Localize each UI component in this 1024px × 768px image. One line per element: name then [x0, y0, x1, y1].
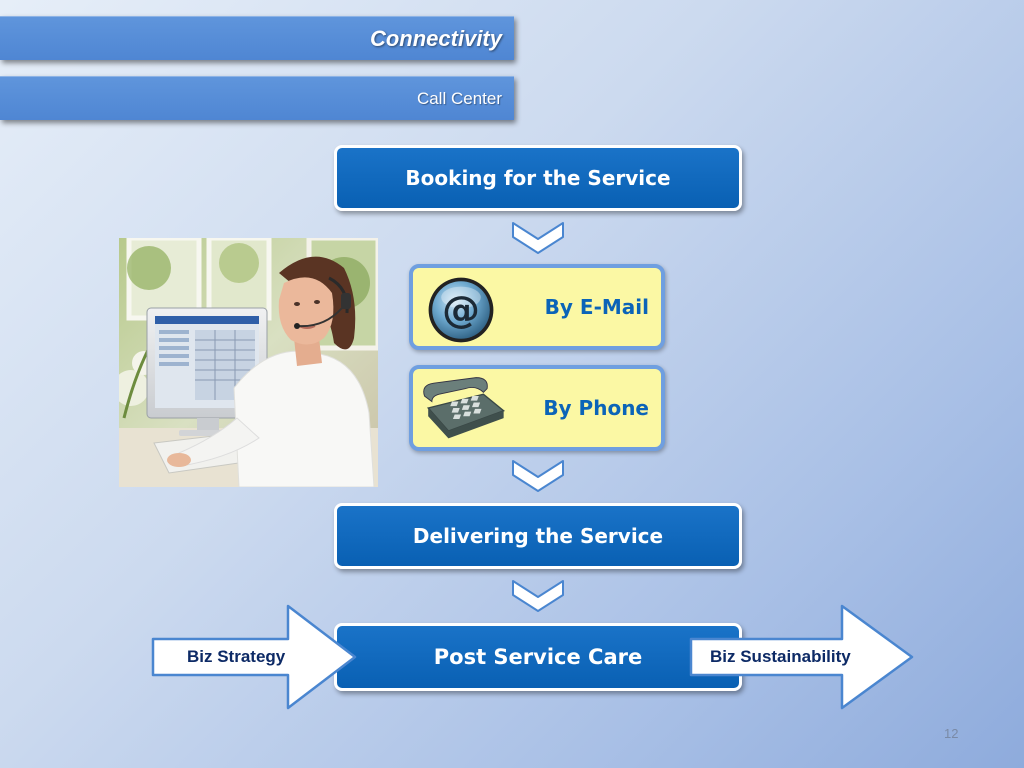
delivering-step-box: Delivering the Service	[334, 503, 742, 569]
call-center-agent-photo	[119, 238, 378, 487]
chevron-down-icon	[512, 580, 564, 612]
right-arrow-icon	[689, 604, 914, 710]
biz-sustainability-label: Biz Sustainability	[710, 647, 851, 666]
chevron-down-icon	[512, 222, 564, 254]
at-sign-icon: @	[428, 277, 494, 343]
biz-sustainability-arrow: Biz Sustainability	[688, 603, 916, 711]
title-bar: Connectivity	[0, 16, 514, 60]
post-service-step-label: Post Service Care	[433, 645, 643, 669]
biz-strategy-label: Biz Strategy	[187, 647, 286, 666]
slide-title: Connectivity	[369, 25, 502, 51]
right-arrow-icon	[151, 604, 357, 710]
telephone-icon	[423, 377, 506, 439]
email-option-box: @ By E-Mail	[409, 264, 665, 350]
svg-text:@: @	[442, 288, 480, 332]
phone-option-label: By Phone	[543, 396, 649, 420]
post-service-step-box: Post Service Care	[334, 623, 742, 691]
booking-step-box: Booking for the Service	[334, 145, 742, 211]
chevron-down-icon	[512, 460, 564, 492]
phone-option-box: By Phone	[409, 365, 665, 451]
delivering-step-label: Delivering the Service	[412, 524, 664, 548]
page-number: 12	[944, 726, 959, 741]
biz-strategy-arrow: Biz Strategy	[150, 603, 360, 711]
slide-subtitle: Call Center	[416, 88, 502, 108]
email-option-label: By E-Mail	[544, 295, 649, 319]
booking-step-label: Booking for the Service	[405, 166, 671, 190]
subtitle-bar: Call Center	[0, 76, 514, 120]
